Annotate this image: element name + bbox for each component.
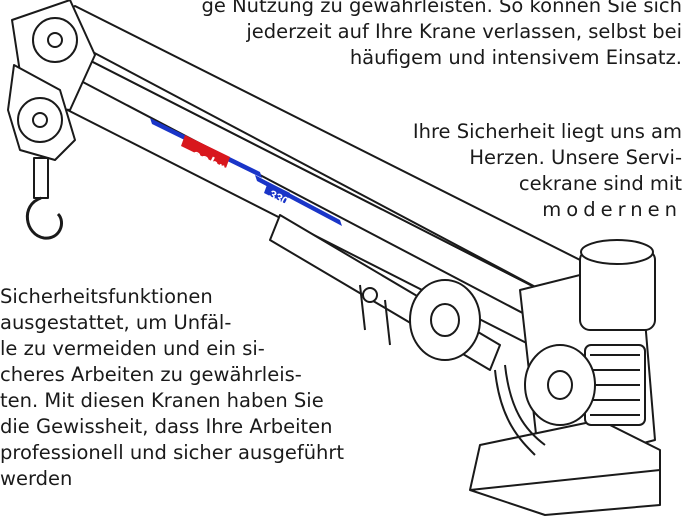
text-line: ausgestattet, um Unfäl-	[0, 311, 232, 334]
text-line: cekrane sind mit	[518, 172, 682, 195]
paragraph-right: Ihre Sicherheit liegt uns am Herzen. Uns…	[413, 119, 682, 223]
text-line: ge Nutzung zu gewährleisten. So können S…	[201, 0, 682, 17]
text-line: werden	[0, 467, 73, 490]
text-line: cheres Arbeiten zu gewährleis-	[0, 363, 302, 386]
text-line: modernen	[542, 198, 682, 221]
text-line: Herzen. Unsere Servi-	[469, 146, 682, 169]
text-line: Ihre Sicherheit liegt uns am	[412, 120, 682, 143]
paragraph-top: ge Nutzung zu gewährleisten. So können S…	[202, 0, 682, 71]
text-line: Sicherheitsfunktionen	[0, 285, 213, 308]
text-line: jederzeit auf Ihre Krane verlassen, selb…	[246, 20, 682, 43]
paragraph-left: Sicherheitsfunktionen ausgestattet, um U…	[0, 284, 344, 492]
text-line: die Gewissheit, dass Ihre Arbeiten	[0, 415, 333, 438]
text-line: ten. Mit diesen Kranen haben Sie	[0, 389, 324, 412]
text-line: häufigem und intensivem Einsatz.	[349, 46, 682, 69]
text-line: le zu vermeiden und ein si-	[0, 337, 265, 360]
text-line: professionell und sicher ausgeführt	[0, 441, 345, 464]
